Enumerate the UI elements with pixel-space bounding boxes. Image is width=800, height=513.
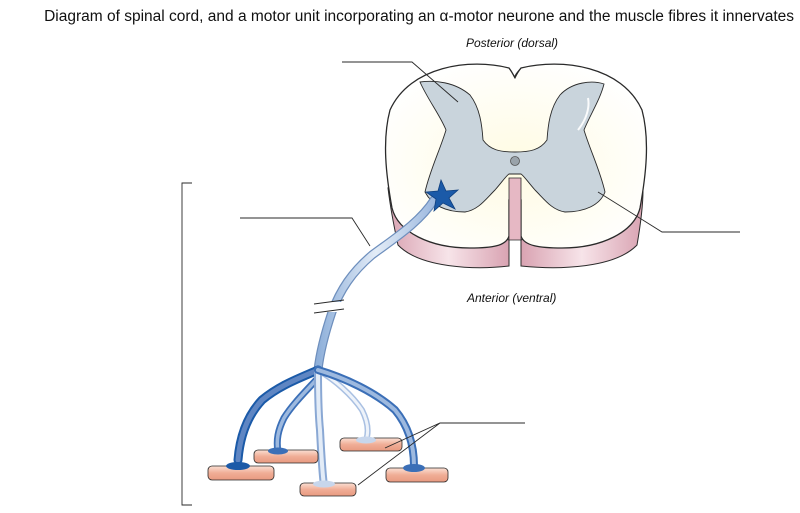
cord-highlight bbox=[577, 97, 590, 131]
central-canal bbox=[510, 156, 520, 166]
anterior-fissure bbox=[508, 177, 522, 241]
muscle-fibres bbox=[207, 436, 449, 497]
axon-branches bbox=[233, 365, 418, 490]
muscle-fibre bbox=[253, 447, 319, 464]
spinal-cord bbox=[384, 63, 648, 269]
anterior-label: Anterior (ventral) bbox=[467, 291, 557, 305]
muscle-fibre bbox=[339, 436, 403, 452]
cell-body-icon bbox=[424, 178, 460, 213]
leader-muscle-fibres bbox=[357, 422, 525, 486]
leader-grey-matter bbox=[342, 61, 459, 103]
axon bbox=[313, 195, 439, 375]
diagram-title: Diagram of spinal cord, and a motor unit… bbox=[44, 8, 794, 25]
muscle-fibre bbox=[299, 480, 357, 497]
motor-unit-bracket bbox=[181, 182, 192, 506]
leader-white-matter bbox=[597, 191, 740, 233]
posterior-label: Posterior (dorsal) bbox=[466, 36, 559, 50]
muscle-fibre bbox=[207, 462, 275, 481]
grey-matter bbox=[419, 80, 606, 213]
posterior-sulcus bbox=[508, 67, 522, 80]
leader-lines bbox=[181, 61, 740, 506]
muscle-fibre bbox=[385, 464, 449, 483]
axon-break-mark bbox=[313, 299, 345, 314]
leader-axon bbox=[240, 217, 371, 247]
axon-core bbox=[314, 196, 438, 374]
alpha-motor-neurone bbox=[313, 178, 460, 375]
